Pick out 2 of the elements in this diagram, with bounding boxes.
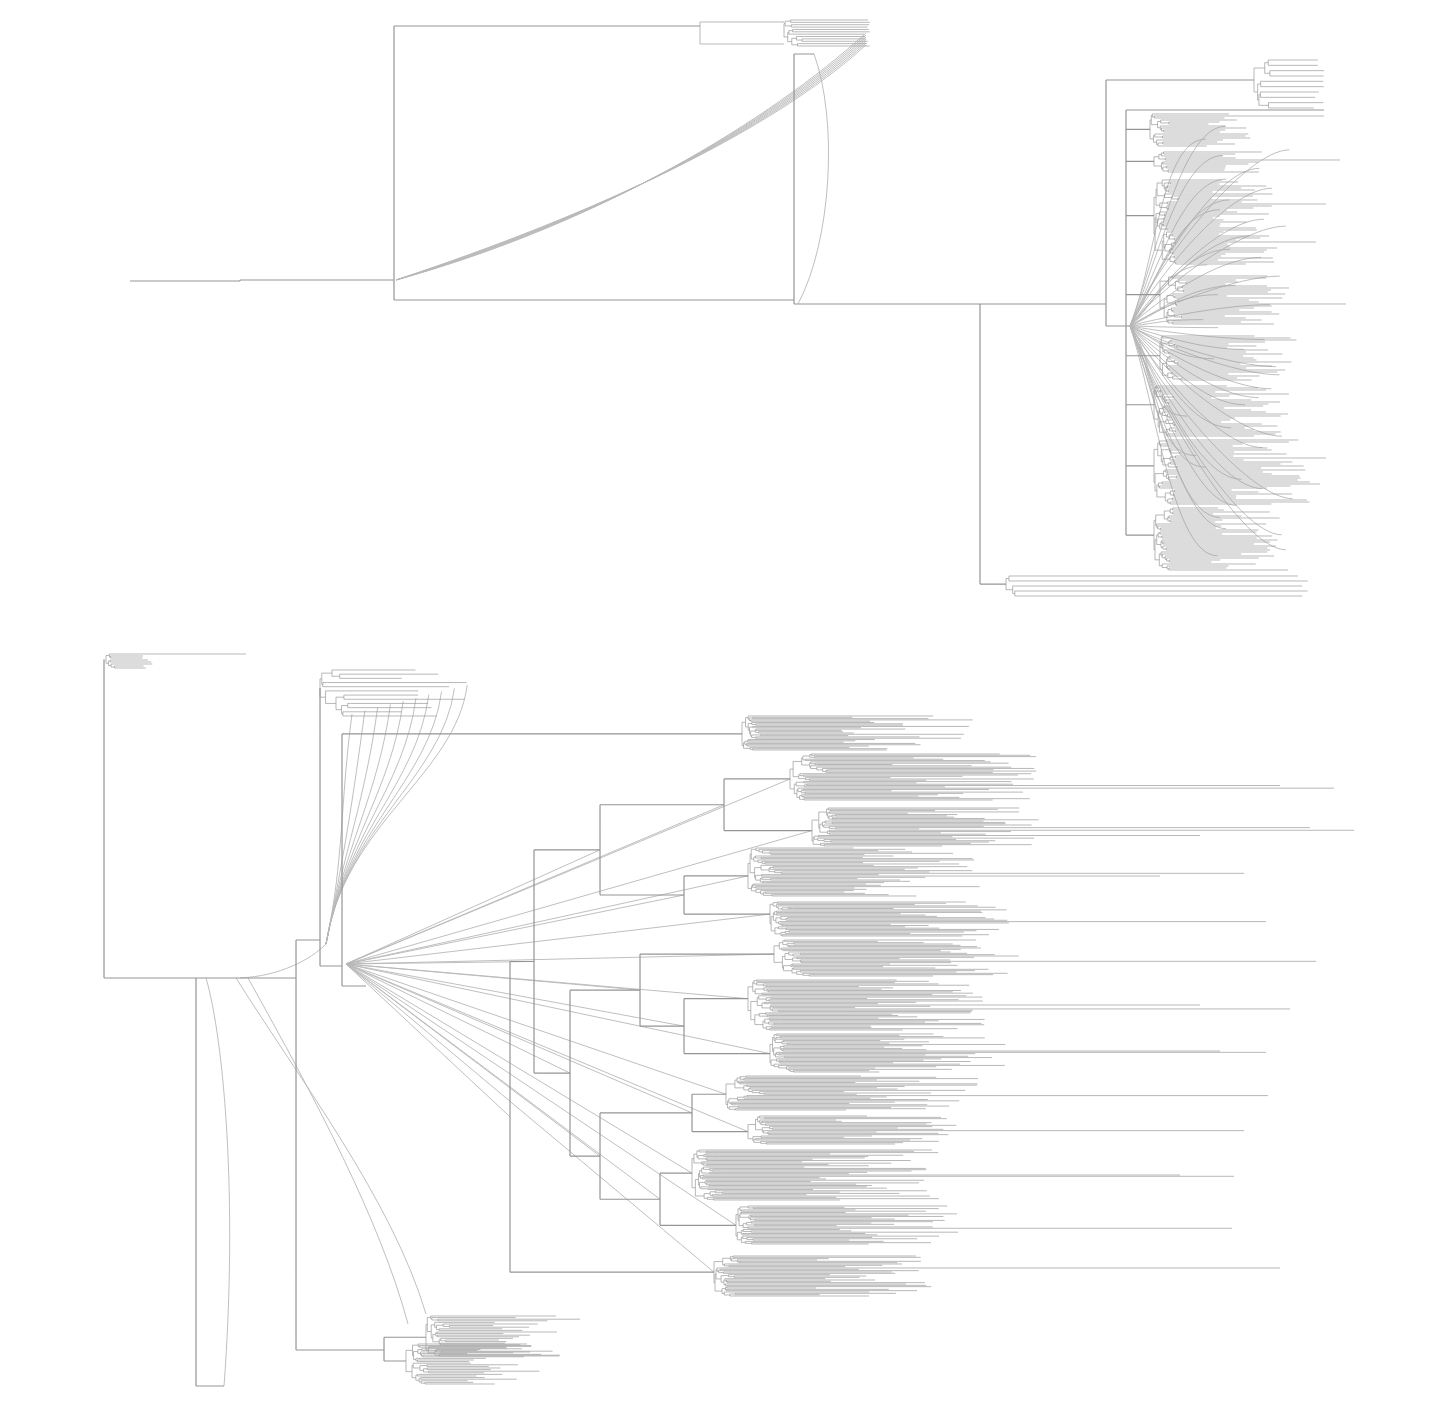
tree-diagram	[129, 19, 1347, 597]
tree-diagram	[103, 653, 1355, 1387]
